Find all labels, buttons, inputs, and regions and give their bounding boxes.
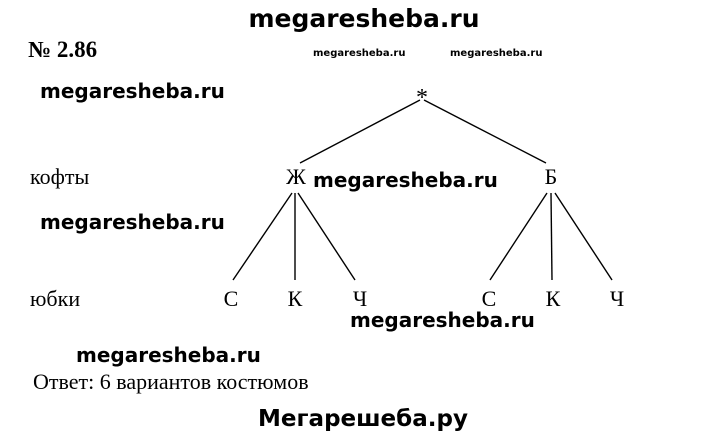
watermark: megaresheba.ru bbox=[40, 210, 225, 234]
watermark-bottom: Мегарешеба.ру bbox=[258, 406, 468, 432]
answer-text: Ответ: 6 вариантов костюмов bbox=[33, 369, 309, 394]
watermark-small: megaresheba.ru bbox=[450, 48, 542, 59]
tree-leaf: С bbox=[482, 286, 497, 311]
tree-leaf: Ч bbox=[610, 286, 624, 311]
watermark: megaresheba.ru bbox=[350, 308, 535, 332]
watermark: megaresheba.ru bbox=[40, 79, 225, 103]
level-label-skirts: юбки bbox=[30, 286, 80, 311]
edge bbox=[297, 192, 356, 281]
tree-node: Б bbox=[545, 164, 558, 189]
tree-leaf: К bbox=[288, 286, 303, 311]
edge bbox=[489, 192, 548, 281]
edge bbox=[554, 192, 613, 281]
problem-number: № 2.86 bbox=[28, 37, 97, 62]
tree-leaf: С bbox=[224, 286, 239, 311]
edge bbox=[232, 192, 293, 281]
watermark-small: megaresheba.ru bbox=[313, 48, 405, 59]
level-label-blouses: кофты bbox=[30, 164, 89, 189]
edge bbox=[423, 99, 547, 164]
edge bbox=[299, 99, 421, 164]
edge bbox=[550, 192, 553, 281]
watermark: megaresheba.ru bbox=[313, 168, 498, 192]
tree-node: Ж bbox=[286, 164, 306, 189]
tree-leaf: Ч bbox=[353, 286, 367, 311]
tree-leaf: К bbox=[546, 286, 561, 311]
watermark: megaresheba.ru bbox=[76, 343, 261, 367]
tree-root: * bbox=[416, 85, 428, 111]
watermark-top: megaresheba.ru bbox=[248, 4, 479, 33]
